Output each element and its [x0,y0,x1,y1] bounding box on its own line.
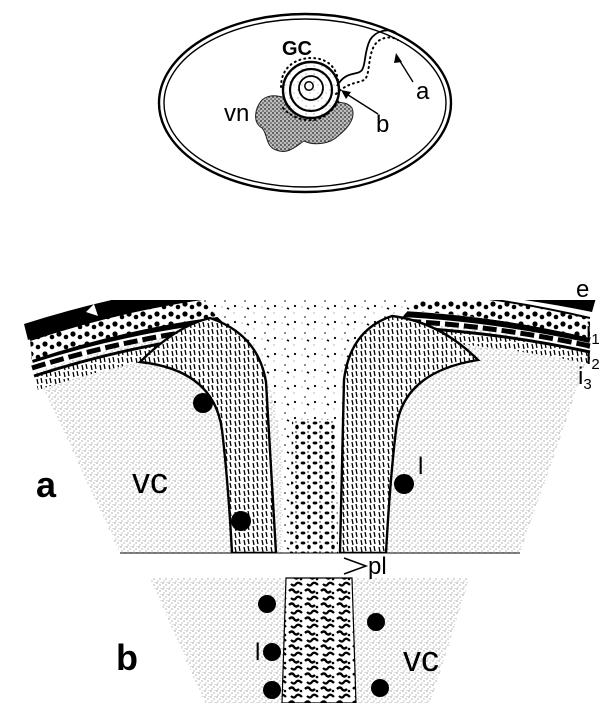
pointer-b-arrowhead [341,90,351,99]
lipid-droplet-a1 [193,393,213,413]
gc-label: GC [282,38,312,60]
layer-label-e: e [576,276,589,303]
layer-label-i1-sub: 1 [591,331,599,348]
pl-pointer [344,558,366,574]
lipid-droplet-b4 [367,613,385,631]
vn-label: vn [224,100,249,127]
inset-pointer-a-label: a [416,78,430,105]
panel-label-a: a [36,464,57,505]
lipid-droplet-b1 [258,595,276,613]
inset-diagram: GC vn a b [159,14,451,192]
exine-gap-3 [490,272,498,284]
lipid-droplet-b5 [371,679,389,697]
vc-label-a: vc [132,460,168,501]
layer-label-i2-sub: 2 [591,356,599,373]
layer-label-i3-sub: 3 [583,376,591,393]
lipid-droplet-a3 [394,474,414,494]
pointer-a-arrowhead [394,53,402,63]
pl-label: pl [368,553,387,580]
section-a [24,258,596,553]
l-label-a: l [418,453,423,480]
panel-label-b: b [116,637,138,678]
l-label-b: l [255,639,260,666]
lipid-droplet-a2 [231,511,251,531]
lipid-droplet-b3 [263,681,281,699]
lipid-droplet-b2 [263,643,281,661]
inset-pointer-b-label: b [376,111,389,138]
vc-label-b: vc [403,638,439,679]
pollen-tube-b [282,578,356,703]
pollen-tube-granules-a [290,420,338,553]
exine-gap-2 [262,258,278,270]
